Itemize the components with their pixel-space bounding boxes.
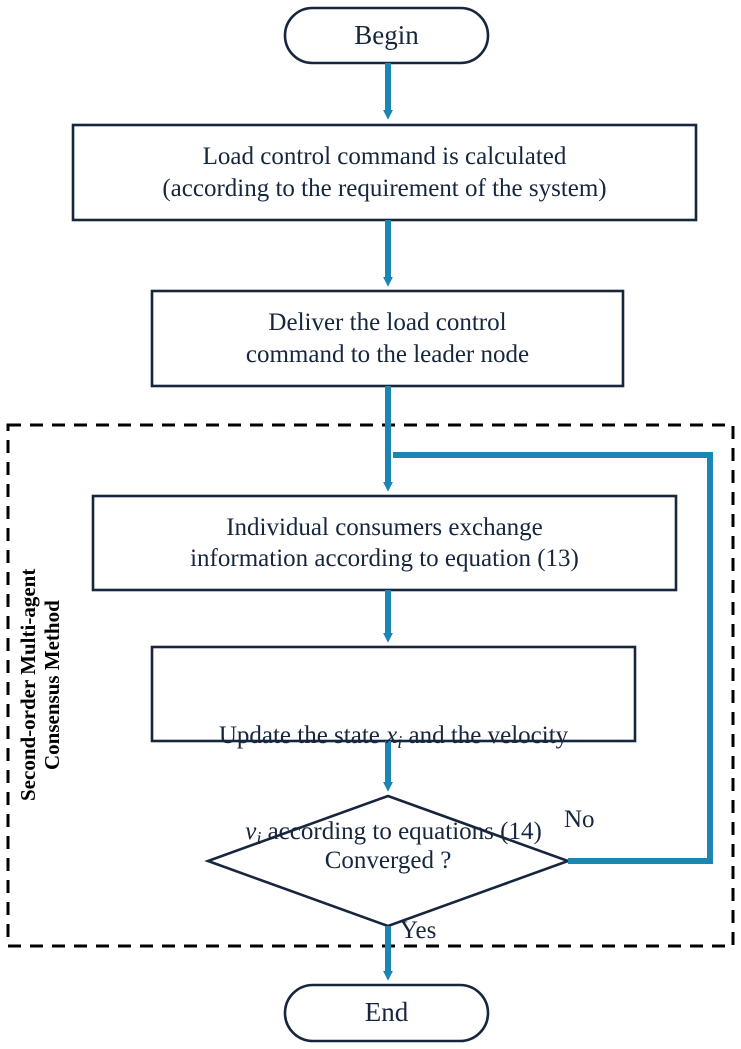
edge-label-yes: Yes (400, 917, 437, 944)
edge-converged-no-feedback (393, 452, 713, 864)
node-begin-shape (283, 6, 490, 65)
node-converged-shape (204, 794, 572, 928)
node-deliver-shape (150, 289, 625, 388)
node-update-shape (150, 645, 637, 743)
node-end-shape (283, 983, 490, 1043)
node-exchange-shape (91, 494, 678, 592)
edge-label-no: No (564, 806, 595, 833)
node-calc-shape (71, 123, 698, 222)
group-label: Second-order Multi-agent Consensus Metho… (16, 568, 65, 802)
group-dashed-box (6, 423, 735, 948)
